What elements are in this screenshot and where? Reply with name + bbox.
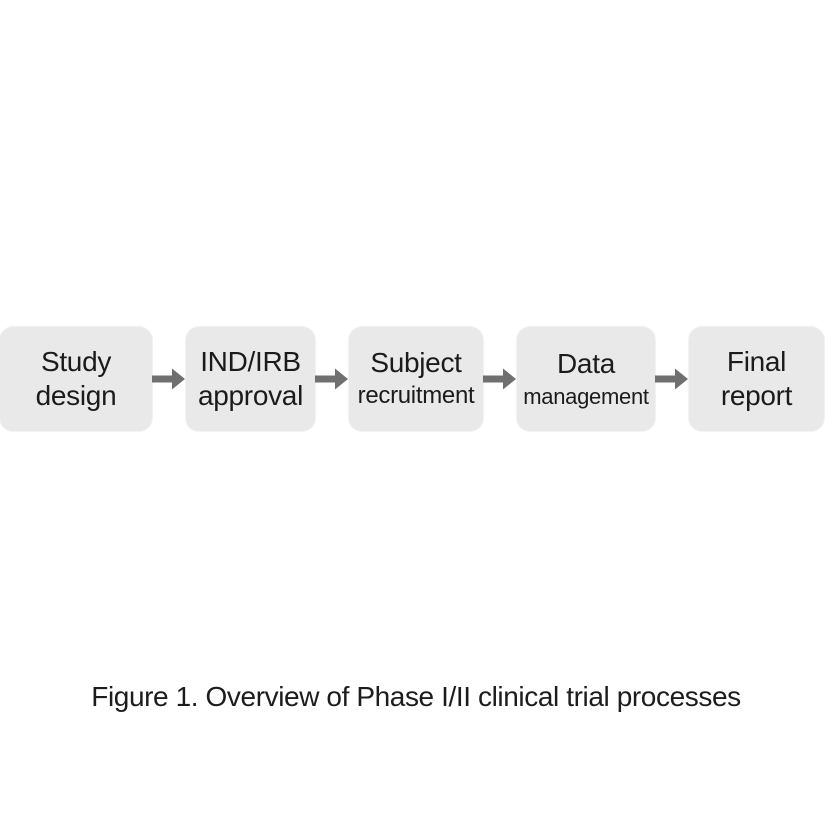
step-label-line1: Study xyxy=(40,346,112,377)
step-label-line2: design xyxy=(35,380,117,411)
figure-caption: Figure 1. Overview of Phase I/II clinica… xyxy=(91,681,741,712)
step-ind-irb-approval: IND/IRB approval xyxy=(186,327,315,431)
step-subject-recruitment: Subject recruitment xyxy=(349,327,483,431)
step-label-line2: management xyxy=(523,383,649,409)
right-arrow-icon xyxy=(483,368,516,390)
step-label-line2: approval xyxy=(197,380,303,411)
step-label-line1: Data xyxy=(557,347,615,379)
step-label-line1: Subject xyxy=(370,347,462,378)
step-label-line2: recruitment xyxy=(357,382,475,409)
step-data-management: Data management xyxy=(517,327,655,431)
process-flow: Study design IND/IRB approval Subject re… xyxy=(0,327,824,431)
step-label-line2: report xyxy=(720,380,793,411)
step-study-design: Study design xyxy=(0,327,152,431)
step-label-line1: Final xyxy=(726,346,787,377)
step-final-report: Final report xyxy=(689,327,824,431)
right-arrow-icon xyxy=(315,368,348,390)
step-label-line1: IND/IRB xyxy=(200,346,301,377)
right-arrow-icon xyxy=(655,368,688,390)
right-arrow-icon xyxy=(152,368,185,390)
